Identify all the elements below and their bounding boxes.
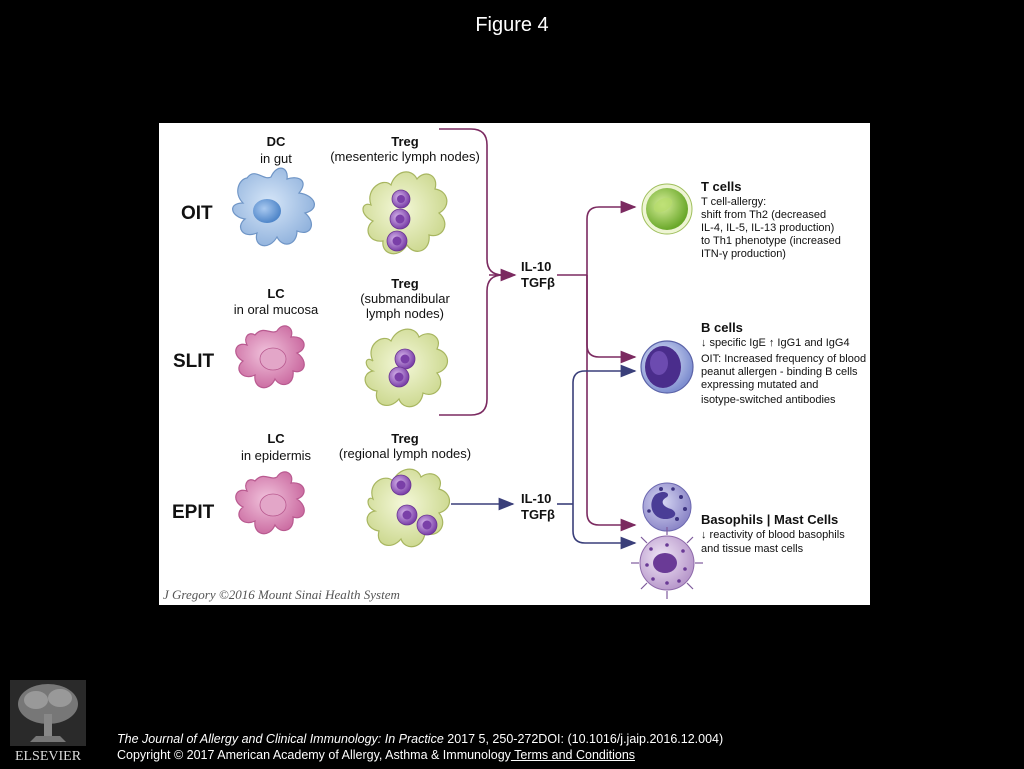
b-cells-line-3: peanut allergen - binding B cells (701, 366, 858, 378)
terms-and-conditions-link[interactable]: Terms and Conditions (510, 748, 636, 762)
treg-cell-regional-icon (366, 468, 451, 548)
dendritic-cell-icon (232, 167, 315, 247)
cytokine-upper-line1: IL-10 (521, 259, 551, 274)
dc-gut-name: DC (267, 134, 286, 149)
arrow-to-t-cells (586, 200, 637, 275)
arrow-to-b-cells (586, 275, 637, 364)
footer-citation: The Journal of Allergy and Clinical Immu… (117, 732, 723, 746)
route-label-epit: EPIT (172, 502, 215, 523)
footer-copyright: Copyright © 2017 American Academy of All… (117, 748, 511, 762)
lc-epidermis-name: LC (267, 431, 285, 446)
elsevier-logo: ELSEVIER (10, 680, 86, 764)
mast-cell-icon (631, 527, 703, 599)
figure-credit: J Gregory ©2016 Mount Sinai Health Syste… (163, 587, 400, 602)
b-cells-title: B cells (701, 320, 743, 335)
elsevier-tree-icon: ELSEVIER (10, 680, 86, 764)
langerhans-cell-oral-icon (235, 325, 305, 389)
cytokine-lower-line2: TGFβ (521, 507, 555, 522)
arrow-epit-to-b-cells (572, 364, 637, 504)
footer-copyright-line: Copyright © 2017 American Academy of All… (117, 748, 635, 762)
langerhans-cell-epidermis-icon (235, 471, 305, 535)
treg-submandibular-site-1: (submandibular (360, 291, 450, 306)
lc-epidermis-site: in epidermis (241, 448, 312, 463)
bracket-oit-slit (439, 128, 504, 416)
treg-regional-name: Treg (391, 431, 419, 446)
arrow-epit-to-mast-cells (572, 504, 637, 550)
b-cell-icon (640, 340, 694, 394)
figure-panel: OIT SLIT EPIT DC in gut LC in oral mucos… (159, 123, 870, 605)
slide-title: Figure 4 (475, 14, 549, 36)
elsevier-wordmark: ELSEVIER (15, 749, 82, 764)
route-label-slit: SLIT (173, 351, 215, 372)
basophils-line-2: and tissue mast cells (701, 543, 804, 555)
b-cells-line-1: ↓ specific IgE ↑ IgG1 and IgG4 (701, 337, 850, 349)
b-cells-line-2: OIT: Increased frequency of blood (701, 353, 866, 365)
t-cells-title: T cells (701, 179, 741, 194)
t-cell-icon (641, 183, 693, 235)
footer-journal: The Journal of Allergy and Clinical Immu… (117, 732, 444, 746)
immunotherapy-diagram: OIT SLIT EPIT DC in gut LC in oral mucos… (163, 128, 866, 602)
treg-cell-mesenteric-icon (362, 171, 448, 255)
cytokine-lower-line1: IL-10 (521, 491, 551, 506)
basophil-icon (642, 482, 692, 532)
route-label-oit: OIT (181, 203, 213, 224)
t-cells-line-4: to Th1 phenotype (increased (701, 235, 841, 247)
basophils-line-1: ↓ reactivity of blood basophils (701, 529, 845, 541)
arrow-to-basophils-purple (586, 275, 637, 532)
b-cells-line-4: expressing mutated and (701, 379, 818, 391)
treg-mesenteric-name: Treg (391, 134, 419, 149)
lc-oral-site: in oral mucosa (234, 302, 319, 317)
t-cells-line-1: T cell-allergy: (701, 196, 766, 208)
basophils-title: Basophils | Mast Cells (701, 512, 838, 527)
lc-oral-name: LC (267, 286, 285, 301)
treg-mesenteric-site: (mesenteric lymph nodes) (330, 149, 480, 164)
treg-cell-submandibular-icon (364, 328, 449, 408)
t-cells-line-3: IL-4, IL-5, IL-13 production) (701, 222, 834, 234)
dc-gut-site: in gut (260, 151, 292, 166)
cytokine-upper-line2: TGFβ (521, 275, 555, 290)
t-cells-line-5: ITN-γ production) (701, 248, 786, 260)
footer-citation-details: 2017 5, 250-272DOI: (10.1016/j.jaip.2016… (443, 732, 724, 746)
t-cells-line-2: shift from Th2 (decreased (701, 209, 826, 221)
b-cells-line-5: isotype-switched antibodies (701, 394, 836, 406)
treg-submandibular-site-2: lymph nodes) (366, 306, 444, 321)
treg-submandibular-name: Treg (391, 276, 419, 291)
treg-regional-site: (regional lymph nodes) (339, 446, 471, 461)
